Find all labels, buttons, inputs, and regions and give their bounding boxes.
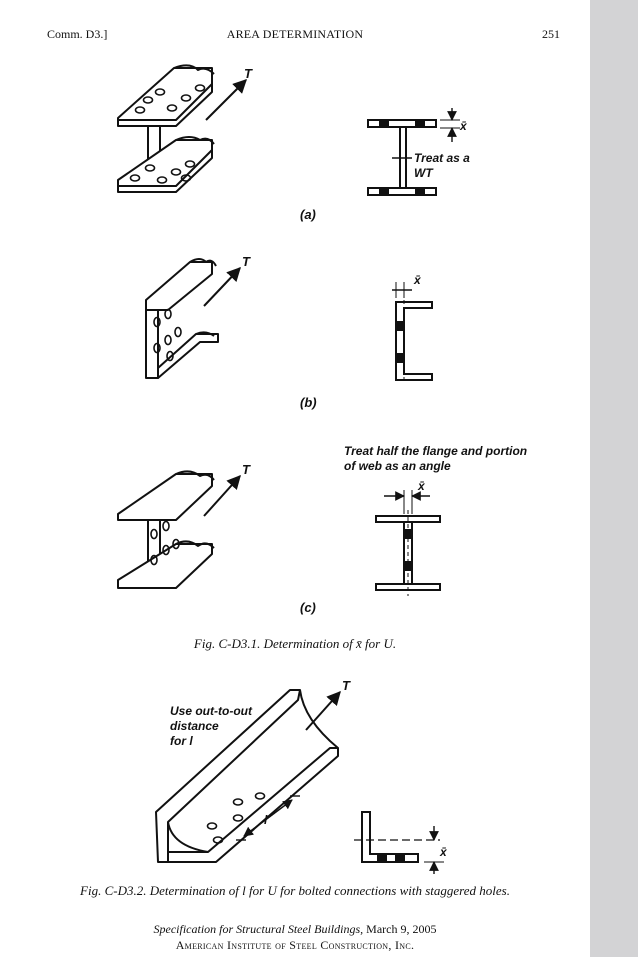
panel-b-section-view — [392, 282, 433, 382]
panel-c-bolt-holes — [150, 520, 180, 566]
panel-a-load-arrow — [205, 79, 247, 121]
figure2-xbar-label: x̄ — [439, 845, 448, 859]
figure2-load-arrow — [305, 690, 341, 731]
panel-a-note-line2: WT — [414, 166, 434, 180]
panel-a-load-label: T — [244, 66, 253, 81]
panel-a-section-view — [367, 108, 460, 196]
footer-spec-date: March 9, 2005 — [363, 922, 437, 936]
panel-c-load-label: T — [242, 462, 251, 477]
panel-a-label: (a) — [300, 207, 316, 222]
figure1-caption: Fig. C-D3.1. Determination of x̄ for U. — [193, 636, 397, 651]
panel-c-note-line2: of web as an angle — [344, 459, 451, 473]
figure2-bolt-holes — [206, 792, 266, 844]
panel-b-isometric-channel — [145, 258, 219, 379]
running-header-title: AREA DETERMINATION — [226, 27, 364, 41]
panel-c-label: (c) — [300, 600, 316, 615]
figure2-length-label: l — [264, 813, 268, 827]
footer-institute: American Institute of Steel Construction… — [175, 938, 415, 952]
figure2-section-view — [354, 811, 444, 874]
figure2-length-dimension — [236, 795, 300, 841]
panel-a-isometric-wshape — [117, 64, 215, 193]
panel-b-load-arrow — [203, 266, 241, 307]
panel-b-bolt-holes — [153, 308, 182, 362]
figure2-isometric-angle — [155, 689, 339, 863]
panel-c-note-line1: Treat half the flange and portion — [344, 444, 527, 458]
page-number: 251 — [542, 27, 560, 41]
panel-b-xbar-label: x̄ — [413, 273, 422, 287]
panel-a-xbar-label: x̄ — [459, 119, 468, 133]
panel-c-load-arrow — [203, 474, 241, 517]
figure-c-d3-1: T x̄ Treat as a WT (a) T — [117, 64, 527, 874]
figure2-note-line3: for l — [170, 734, 193, 748]
panel-c-isometric-wshape — [117, 470, 215, 589]
page-side-margin — [590, 0, 638, 957]
panel-b-label: (b) — [300, 395, 317, 410]
panel-c-xbar-label: x̄ — [417, 479, 426, 493]
figure2-caption: Fig. C-D3.2. Determination of l for U fo… — [80, 883, 510, 898]
figure2-load-label: T — [342, 678, 351, 693]
footer-spec-title: Specification for Structural Steel Build… — [153, 922, 364, 936]
figure2-note-line2: distance — [170, 719, 219, 733]
figure2-note-line1: Use out-to-out — [170, 704, 253, 718]
panel-a-note-line1: Treat as a — [414, 151, 470, 165]
panel-b-load-label: T — [242, 254, 251, 269]
running-header-section: Comm. D3.] — [47, 27, 108, 41]
panel-a-bolt-holes — [129, 84, 206, 184]
panel-c-section-view — [375, 490, 441, 596]
footer-spec-line: Specification for Structural Steel Build… — [0, 922, 590, 937]
